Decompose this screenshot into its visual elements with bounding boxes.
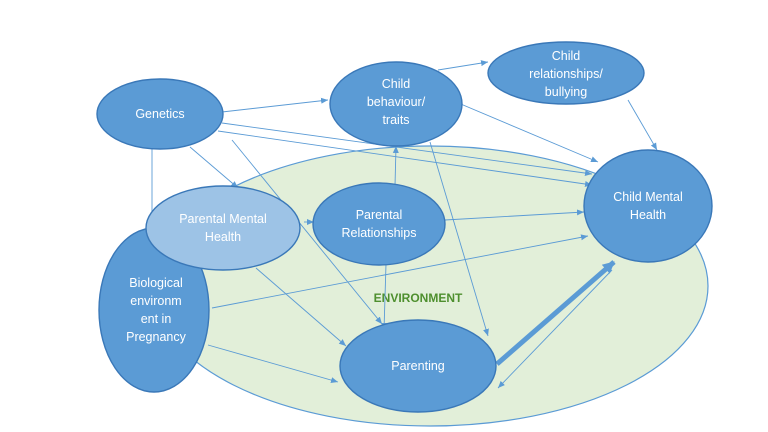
arrow-genetics-to-parental-mental-health <box>189 146 239 189</box>
child-relationships-label-line2: relationships/ <box>529 67 603 81</box>
node-child-mental-health: Child Mental Health <box>583 149 713 263</box>
parenting-label: Parenting <box>391 359 445 373</box>
arrow-parental-relationships-to-child-mental-health <box>444 209 585 221</box>
arrow-child-behaviour-to-child-mental-health <box>455 101 599 163</box>
arrow-child-mental-health-to-parenting <box>497 269 613 389</box>
parental-mental-health-label-line1: Parental Mental <box>179 212 267 226</box>
node-child-relationships: Child relationships/ bullying <box>487 41 645 105</box>
arrow-parenting-to-child-mental-health-main <box>495 260 616 366</box>
parental-relationships-label-line2: Relationships <box>341 226 416 240</box>
node-parental-mental-health: Parental Mental Health <box>145 185 301 271</box>
child-mental-health-label-line1: Child Mental <box>613 190 682 204</box>
child-mental-health-label-line2: Health <box>630 208 666 222</box>
parental-mental-health-label-line2: Health <box>205 230 241 244</box>
node-child-behaviour: Child behaviour/ traits <box>329 61 463 147</box>
arrow-parental-relationships-to-child-behaviour <box>392 145 399 187</box>
arrow-biological-environment-to-parenting <box>207 344 339 383</box>
arrow-genetics-to-parenting <box>231 139 383 325</box>
child-behaviour-label-line1: Child <box>382 77 411 91</box>
arrows <box>149 60 658 389</box>
biological-environment-label-line4: Pregnancy <box>126 330 187 344</box>
child-behaviour-label-line3: traits <box>382 113 409 127</box>
arrow-child-relationships-to-child-mental-health <box>627 99 658 151</box>
biological-environment-label-line2: environm <box>130 294 181 308</box>
arrow-genetics-to-child-mental-health-lower <box>217 130 593 187</box>
child-behaviour-label-line2: behaviour/ <box>367 95 426 109</box>
node-parenting: Parenting <box>339 319 497 413</box>
genetics-label: Genetics <box>135 107 184 121</box>
parental-relationships-label-line1: Parental <box>356 208 403 222</box>
environment-label: ENVIRONMENT <box>374 291 463 305</box>
node-parental-relationships: Parental Relationships <box>312 182 446 266</box>
child-relationships-label-line3: bullying <box>545 85 587 99</box>
arrow-biological-environment-to-child-mental-health <box>211 234 589 309</box>
arrow-parental-mental-health-to-parenting <box>255 267 347 347</box>
biological-environment-label-line1: Biological <box>129 276 183 290</box>
child-relationships-label-line1: Child <box>552 49 581 63</box>
biological-environment-label-line3: ent in <box>141 312 172 326</box>
node-genetics: Genetics <box>96 78 224 150</box>
arrow-child-behaviour-to-parenting <box>429 141 489 337</box>
arrow-genetics-to-child-behaviour <box>221 97 329 113</box>
arrow-genetics-to-child-mental-health-upper <box>221 122 593 177</box>
arrow-child-behaviour-to-child-relationships <box>437 60 489 71</box>
